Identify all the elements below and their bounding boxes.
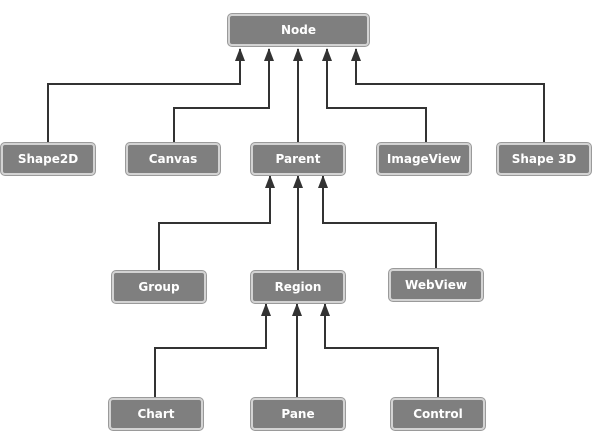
node-box-region: Region bbox=[251, 271, 345, 303]
node-box-chart: Chart bbox=[109, 398, 203, 430]
edge-shape2d-node bbox=[47, 49, 241, 145]
arrowhead bbox=[292, 303, 302, 316]
node-box-control: Control bbox=[391, 398, 485, 430]
arrowhead bbox=[320, 303, 330, 316]
arrowhead bbox=[322, 48, 332, 61]
arrowhead bbox=[265, 175, 275, 188]
edge-webview-parent bbox=[322, 175, 437, 271]
node-box-group: Group bbox=[112, 271, 206, 303]
edge-group-parent bbox=[158, 175, 271, 271]
arrowhead bbox=[318, 175, 328, 188]
arrowhead bbox=[261, 303, 271, 316]
node-box-pane: Pane bbox=[251, 398, 345, 430]
arrowhead bbox=[264, 48, 274, 61]
edge-chart-region bbox=[154, 303, 267, 398]
edge-control-region bbox=[324, 303, 439, 398]
edge-shape3d-node bbox=[355, 49, 545, 145]
arrowhead bbox=[293, 175, 303, 188]
arrowhead bbox=[235, 48, 245, 61]
arrowhead bbox=[293, 48, 303, 61]
node-box-canvas: Canvas bbox=[126, 143, 220, 175]
node-box-webview: WebView bbox=[389, 269, 483, 301]
node-box-imageview: ImageView bbox=[377, 143, 471, 175]
node-box-node: Node bbox=[228, 14, 369, 46]
node-box-parent: Parent bbox=[251, 143, 345, 175]
node-box-shape2d: Shape2D bbox=[1, 143, 95, 175]
node-box-shape3d: Shape 3D bbox=[497, 143, 591, 175]
arrowhead bbox=[351, 48, 361, 61]
edge-canvas-node bbox=[173, 49, 270, 145]
edge-imageview-node bbox=[326, 49, 427, 145]
